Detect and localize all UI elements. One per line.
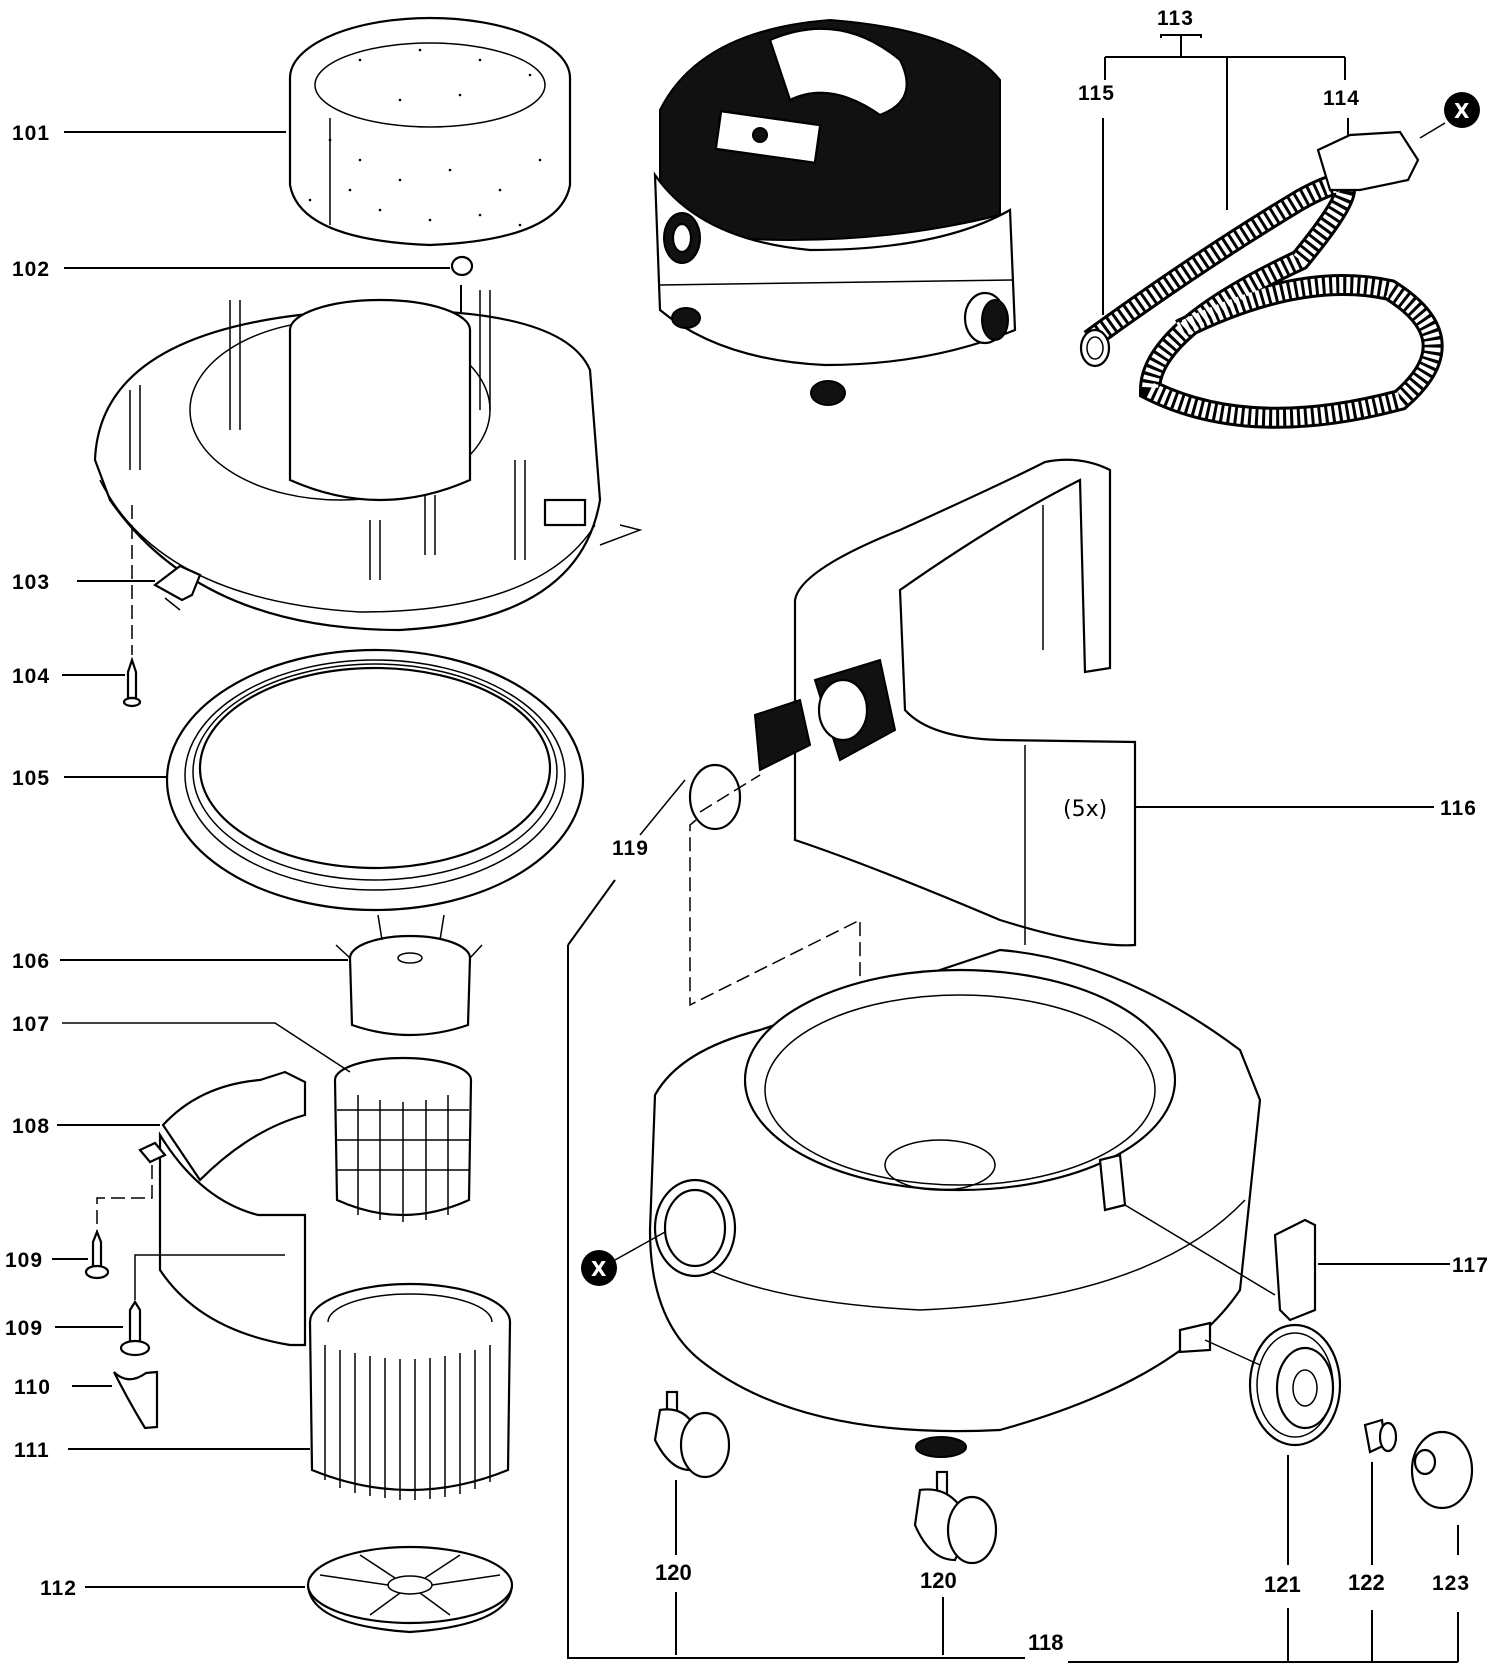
part-110-latch (113, 1370, 159, 1430)
assembled-vacuum (653, 18, 1017, 406)
label-101: 101 (12, 122, 50, 145)
axis-109b (134, 1254, 285, 1300)
label-103: 103 (12, 571, 50, 594)
label-112: 112 (40, 1577, 77, 1600)
label-116: 116 (1440, 797, 1477, 820)
part-112-filter-end-cap (306, 1545, 514, 1634)
bag-flange (753, 658, 897, 772)
axis-109a (96, 1165, 153, 1235)
label-122: 122 (1348, 1570, 1385, 1595)
part-104-screw (122, 656, 142, 708)
part-121-wheel (1248, 1323, 1342, 1447)
svg-text:X: X (1454, 99, 1470, 123)
part-108-bracket (138, 1070, 307, 1347)
label-117: 117 (1452, 1254, 1489, 1277)
part-106-float-cage (335, 914, 483, 1037)
part-120-caster-a (653, 1390, 731, 1479)
axis-119 (699, 774, 761, 813)
label-123: 123 (1432, 1572, 1470, 1595)
label-115: 115 (1078, 82, 1115, 105)
svg-text:X: X (591, 1257, 607, 1281)
label-106: 106 (12, 950, 50, 973)
part-116-filter-bag: (5x) (753, 458, 1137, 947)
label-108: 108 (12, 1115, 50, 1138)
part-109-screw-b (119, 1299, 151, 1357)
part-107-filter-basket (333, 1056, 473, 1222)
label-119: 119 (612, 837, 649, 860)
label-120b: 120 (920, 1568, 957, 1593)
label-102: 102 (12, 258, 50, 281)
label-107: 107 (12, 1013, 50, 1036)
leader-107 (62, 1022, 351, 1073)
axle-line (1204, 1339, 1261, 1366)
label-118: 118 (1028, 1630, 1064, 1655)
part-109-screw-a (84, 1229, 110, 1280)
part-101-foam-filter (288, 16, 572, 247)
label-111: 111 (14, 1439, 50, 1462)
bracket-118 (567, 879, 1458, 1663)
part-123-hub-cap (1410, 1430, 1474, 1510)
label-114: 114 (1323, 87, 1360, 110)
connection-marker-x-hose: X (1444, 92, 1480, 128)
part-103-clip (152, 564, 202, 611)
label-105: 105 (12, 767, 50, 790)
part-111-cartridge-filter (308, 1282, 512, 1500)
label-110: 110 (14, 1376, 51, 1399)
leader-x-hose (1419, 122, 1446, 139)
part-122-axle-pin (1363, 1418, 1398, 1454)
label-109b: 109 (5, 1317, 43, 1340)
leader-x-tank (614, 1231, 666, 1261)
bracket-113 (1104, 34, 1346, 210)
label-104: 104 (12, 665, 50, 688)
part-120-caster-b (913, 1470, 998, 1565)
hose-assembly (1079, 130, 1444, 429)
part-105-seal-ring (165, 648, 585, 912)
label-120a: 120 (655, 1560, 692, 1585)
part-102-float-cap (450, 255, 474, 277)
label-113: 113 (1157, 7, 1194, 30)
part-118-tank (648, 948, 1262, 1458)
part-117-clip (1273, 1218, 1317, 1322)
connection-marker-x-tank: X (581, 1250, 617, 1286)
leader-119-top (639, 779, 686, 836)
lid-housing (93, 290, 643, 632)
part-119-o-ring (688, 763, 742, 831)
label-109a: 109 (5, 1249, 43, 1272)
bag-quantity-note: (5x) (1063, 797, 1107, 822)
leader-117-tank (1124, 1204, 1276, 1296)
label-121: 121 (1264, 1572, 1301, 1597)
